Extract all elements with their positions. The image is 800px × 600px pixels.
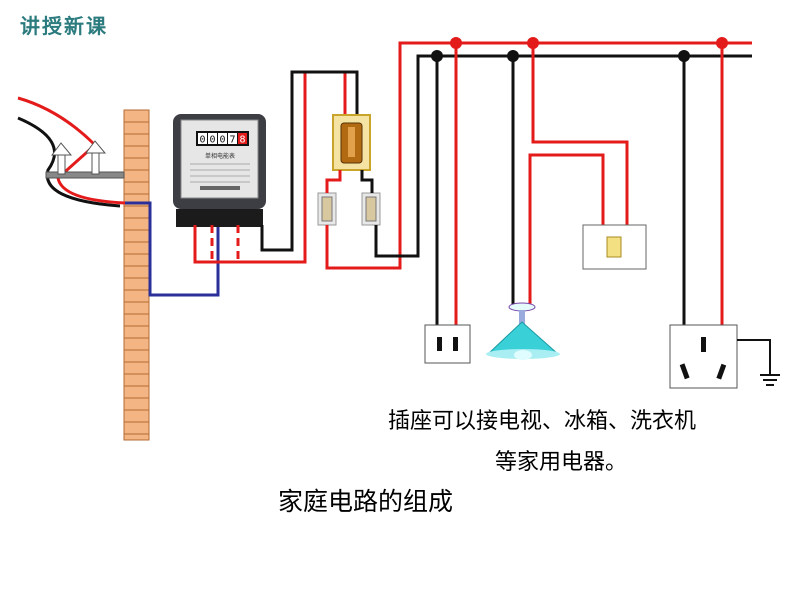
meter-digit: 7 [229,135,235,146]
meter-digit: 0 [209,135,215,146]
ground-line [737,339,771,374]
meter-digit-box [228,133,237,144]
ground-wire [125,201,220,297]
two-hole-socket [424,324,471,364]
neutral-feed [374,54,752,258]
live-feed [325,41,752,270]
meter-digit: 0 [199,135,205,146]
meter-internal-link [210,225,240,262]
ground-icon [760,374,780,386]
section-header: 讲授新课 [20,14,108,38]
insulator-icon [85,140,107,175]
fuse-icon [317,192,337,226]
meter-label: 单相电能表 [205,152,235,160]
neutral-wire [260,70,359,252]
meter-digit-box [218,133,227,144]
meter-digit: 8 [239,135,245,146]
socket-note-line1: 插座可以接电视、冰箱、洗衣机 [388,409,697,434]
main-switch [332,114,371,171]
utility-pole [123,109,150,441]
three-hole-socket [669,324,738,389]
live-wire [193,70,347,264]
socket-note-line2: 等家用电器。 [495,450,628,475]
meter-digit-box [238,133,247,144]
diagram-title: 家庭电路的组成 [278,487,454,516]
meter-digit-box [208,133,217,144]
meter-digit: 0 [219,135,225,146]
service-drop [17,96,126,208]
insulator-icon [51,142,73,175]
wall-switch [582,224,647,270]
meter-digit-box [198,133,207,144]
fuse-icon [361,192,381,226]
ceiling-lamp-icon [486,302,560,360]
